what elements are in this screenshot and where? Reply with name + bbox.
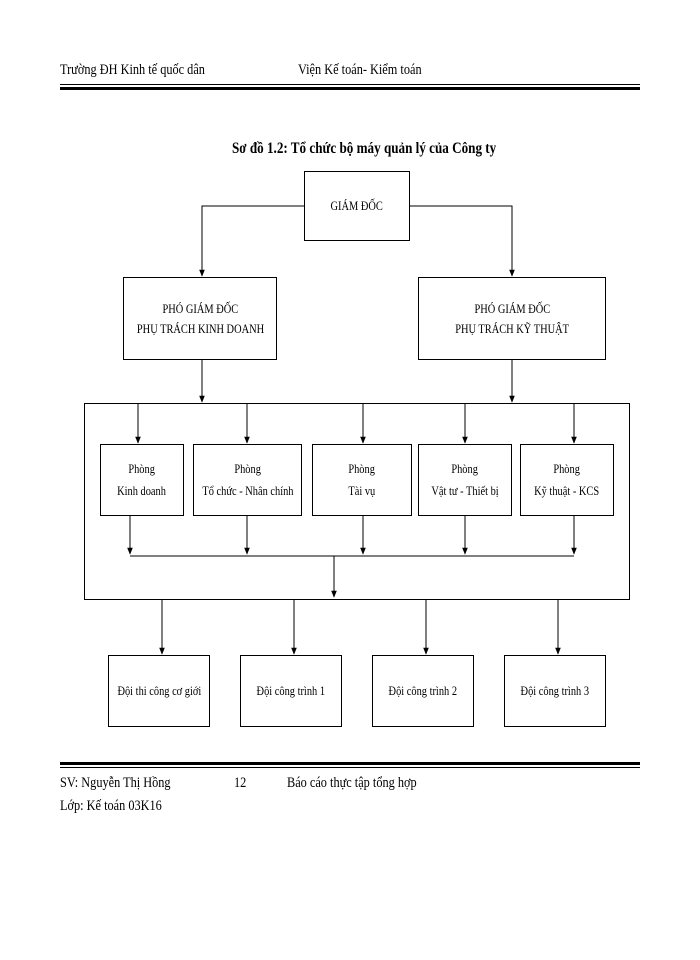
deputy-business-box: PHÓ GIÁM ĐỐC PHỤ TRÁCH KINH DOANH	[123, 277, 277, 360]
deputy-business-line2: PHỤ TRÁCH KINH DOANH	[136, 320, 264, 336]
team-label: Đội công trình 3	[520, 683, 590, 698]
footer-page-number: 12	[234, 775, 247, 791]
footer-class: Lớp: Kế toán 03K16	[60, 798, 162, 814]
team-label: Đội công trình 1	[256, 683, 326, 698]
deputy-business-line1: PHÓ GIÁM ĐỐC	[162, 300, 238, 316]
deputy-technical-box: PHÓ GIÁM ĐỐC PHỤ TRÁCH KỸ THUẬT	[418, 277, 606, 360]
department-label-line2: Kỹ thuật - KCS	[534, 483, 600, 498]
department-box-business: Phòng Kinh doanh	[100, 444, 184, 516]
header-rule-thin	[60, 84, 640, 85]
deputy-technical-line2: PHỤ TRÁCH KỸ THUẬT	[455, 320, 569, 336]
diagram-title: Sơ đồ 1.2: Tổ chức bộ máy quản lý của Cô…	[232, 140, 497, 157]
header-school: Trường ĐH Kinh tế quốc dân	[60, 62, 205, 78]
department-label-line1: Phòng	[128, 461, 156, 476]
footer-report-title: Báo cáo thực tập tổng hợp	[287, 775, 417, 791]
department-label-line1: Phòng	[348, 461, 376, 476]
team-box-project-2: Đội công trình 2	[372, 655, 474, 727]
arrow-director-to-deputy-technical	[410, 205, 515, 277]
team-label: Đội thi công cơ giới	[117, 683, 201, 698]
director-label: GIÁM ĐỐC	[330, 198, 384, 213]
department-label-line2: Tài vụ	[348, 483, 376, 498]
footer-rule-thick	[60, 762, 640, 765]
department-box-personnel: Phòng Tổ chức - Nhân chính	[193, 444, 302, 516]
department-label-line1: Phòng	[451, 461, 479, 476]
header-rule-thick	[60, 87, 640, 90]
department-label-line2: Kinh doanh	[117, 483, 167, 498]
director-box: GIÁM ĐỐC	[304, 171, 410, 241]
team-box-mechanized: Đội thi công cơ giới	[108, 655, 210, 727]
department-label-line2: Vật tư - Thiết bị	[431, 483, 499, 498]
departments-frame	[84, 403, 630, 600]
department-box-materials: Phòng Vật tư - Thiết bị	[418, 444, 512, 516]
header-institute: Viện Kế toán- Kiểm toán	[298, 62, 422, 78]
team-label: Đội công trình 2	[388, 683, 458, 698]
footer-student: SV: Nguyễn Thị Hồng	[60, 775, 171, 791]
department-label-line1: Phòng	[553, 461, 581, 476]
department-box-technical-kcs: Phòng Kỹ thuật - KCS	[520, 444, 614, 516]
department-label-line1: Phòng	[234, 461, 261, 476]
deputy-technical-line1: PHÓ GIÁM ĐỐC	[474, 300, 550, 316]
department-label-line2: Tổ chức - Nhân chính	[201, 483, 294, 498]
team-box-project-1: Đội công trình 1	[240, 655, 342, 727]
team-box-project-3: Đội công trình 3	[504, 655, 606, 727]
arrow-director-to-deputy-business	[199, 205, 304, 277]
department-box-finance: Phòng Tài vụ	[312, 444, 412, 516]
footer-rule-thin	[60, 767, 640, 768]
